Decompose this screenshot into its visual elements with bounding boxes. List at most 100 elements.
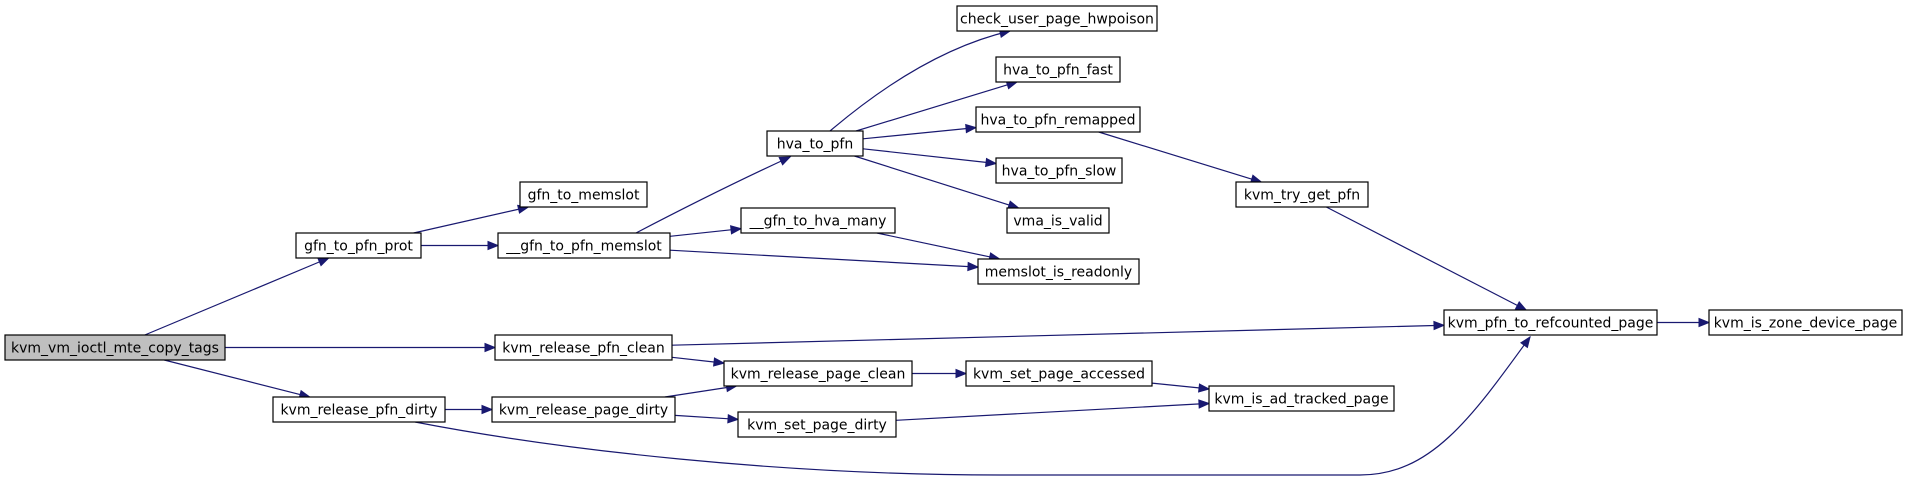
arrowhead [730,225,743,235]
arrowhead [1520,335,1531,349]
node-box [1208,385,1395,412]
edge-hva_to_pfn-to-hva_to_pfn_slow [862,148,998,168]
node-label: gfn_to_memslot [528,188,640,204]
edge-kvm_set_page_accessed-to-kvm_is_ad_tracked_page [1151,382,1211,393]
node-label: __gfn_to_pfn_memslot [505,239,662,255]
arrowhead [965,123,978,134]
node-memslot_is_readonly[interactable]: memslot_is_readonly [977,258,1140,285]
edge-__gfn_to_pfn_memslot-to-__gfn_to_hva_many [669,225,743,237]
node-kvm_release_pfn_dirty[interactable]: kvm_release_pfn_dirty [272,396,446,423]
node-kvm_try_get_pfn[interactable]: kvm_try_get_pfn [1235,181,1369,208]
edge-line [664,386,728,398]
node-label: gfn_to_pfn_prot [304,239,413,255]
edge-line [671,356,716,363]
edge-kvm_release_pfn_dirty-to-kvm_release_page_dirty [445,404,494,415]
node-box [995,157,1123,184]
node-box [1708,309,1903,336]
node-kvm_is_zone_device_page[interactable]: kvm_is_zone_device_page [1708,309,1903,336]
node-kvm_release_page_clean[interactable]: kvm_release_page_clean [723,360,913,387]
node-label: hva_to_pfn_remapped [980,113,1135,129]
arrowhead [1514,301,1528,311]
edge-line [635,156,791,234]
node-label: kvm_set_page_dirty [747,418,887,434]
edge-kvm_release_page_clean-to-kvm_set_page_accessed [912,368,968,379]
edge-hva_to_pfn_remapped-to-kvm_try_get_pfn [1098,131,1263,184]
node-label: hva_to_pfn [777,137,853,153]
edge-line [144,260,321,336]
edge-gfn_to_pfn_prot-to-gfn_to_memslot [413,204,530,234]
node-gfn_to_pfn_prot[interactable]: gfn_to_pfn_prot [295,232,422,259]
node-box [519,181,648,208]
edge-kvm_vm_ioctl_mte_copy_tags-to-gfn_to_pfn_prot [144,257,330,336]
edge-line [164,359,302,396]
edge-__gfn_to_pfn_memslot-to-memslot_is_readonly [669,249,980,272]
arrowhead [985,157,998,168]
arrowhead [727,414,740,424]
node-box [494,334,673,361]
node-kvm_pfn_to_refcounted_page[interactable]: kvm_pfn_to_refcounted_page [1443,309,1658,336]
node-check_user_page_hwpoison[interactable]: check_user_page_hwpoison [956,5,1158,32]
node-__gfn_to_pfn_memslot[interactable]: __gfn_to_pfn_memslot [497,232,671,259]
node-label: kvm_pfn_to_refcounted_page [1448,316,1654,332]
node-box [740,207,896,234]
node-label: check_user_page_hwpoison [960,12,1154,28]
node-box [1006,207,1110,234]
node-hva_to_pfn[interactable]: hva_to_pfn [766,130,864,157]
node-box [766,130,864,157]
node-box [272,396,446,423]
arrowhead [778,156,792,166]
arrowhead [317,257,330,267]
edge-line [674,414,730,420]
edge-line [1326,206,1519,307]
node-vma_is_valid[interactable]: vma_is_valid [1006,207,1110,234]
edge-line [855,84,1009,132]
edge-kvm_pfn_to_refcounted_page-to-kvm_is_zone_device_page [1657,317,1711,328]
edge-kvm_release_pfn_dirty-to-kvm_pfn_to_refcounted_page [414,335,1531,476]
arrowhead [1433,320,1446,331]
node-gfn_to_memslot[interactable]: gfn_to_memslot [519,181,648,208]
edge-line [413,208,520,234]
edge-line [414,336,1531,476]
node-box [491,396,676,423]
edge-gfn_to_pfn_prot-to-__gfn_to_pfn_memslot [421,240,500,251]
edge-line [1098,131,1253,180]
arrowhead [1698,317,1711,328]
node-label: kvm_vm_ioctl_mte_copy_tags [11,341,219,357]
node-kvm_set_page_accessed[interactable]: kvm_set_page_accessed [965,360,1153,387]
node-label: __gfn_to_hva_many [749,214,887,230]
arrowhead [487,240,500,251]
node-box [295,232,422,259]
edge-line [862,127,968,140]
node-hva_to_pfn_fast[interactable]: hva_to_pfn_fast [995,56,1121,83]
arrowhead [484,342,497,353]
node-label: kvm_release_pfn_clean [502,341,664,357]
node-box [723,360,913,387]
edge-hva_to_pfn-to-hva_to_pfn_remapped [862,123,978,140]
edge-line [862,148,988,164]
nodes-layer: kvm_vm_ioctl_mte_copy_tags gfn_to_pfn_pro… [4,5,1903,438]
node-hva_to_pfn_remapped[interactable]: hva_to_pfn_remapped [975,106,1141,133]
node-kvm_vm_ioctl_mte_copy_tags[interactable]: kvm_vm_ioctl_mte_copy_tags [4,334,226,361]
edge-kvm_release_pfn_clean-to-kvm_release_page_clean [671,356,726,367]
node-box [965,360,1153,387]
node-label: kvm_release_page_clean [731,367,906,383]
arrowhead [1198,399,1211,409]
node-hva_to_pfn_slow[interactable]: hva_to_pfn_slow [995,157,1123,184]
node-label: vma_is_valid [1013,214,1102,230]
node-kvm_release_page_dirty[interactable]: kvm_release_page_dirty [491,396,676,423]
node-box [975,106,1141,133]
node-box [995,56,1121,83]
node-kvm_release_pfn_clean[interactable]: kvm_release_pfn_clean [494,334,673,361]
edge-line [669,249,970,268]
node-label: memslot_is_readonly [985,265,1132,281]
arrowhead [481,404,494,415]
edge-__gfn_to_pfn_memslot-to-hva_to_pfn [635,156,792,234]
edge-line [1151,382,1201,389]
node-__gfn_to_hva_many[interactable]: __gfn_to_hva_many [740,207,896,234]
node-box [4,334,226,361]
node-kvm_is_ad_tracked_page[interactable]: kvm_is_ad_tracked_page [1208,385,1395,412]
node-kvm_set_page_dirty[interactable]: kvm_set_page_dirty [737,411,897,438]
edge-line [854,155,1011,206]
edges-layer [144,28,1711,476]
